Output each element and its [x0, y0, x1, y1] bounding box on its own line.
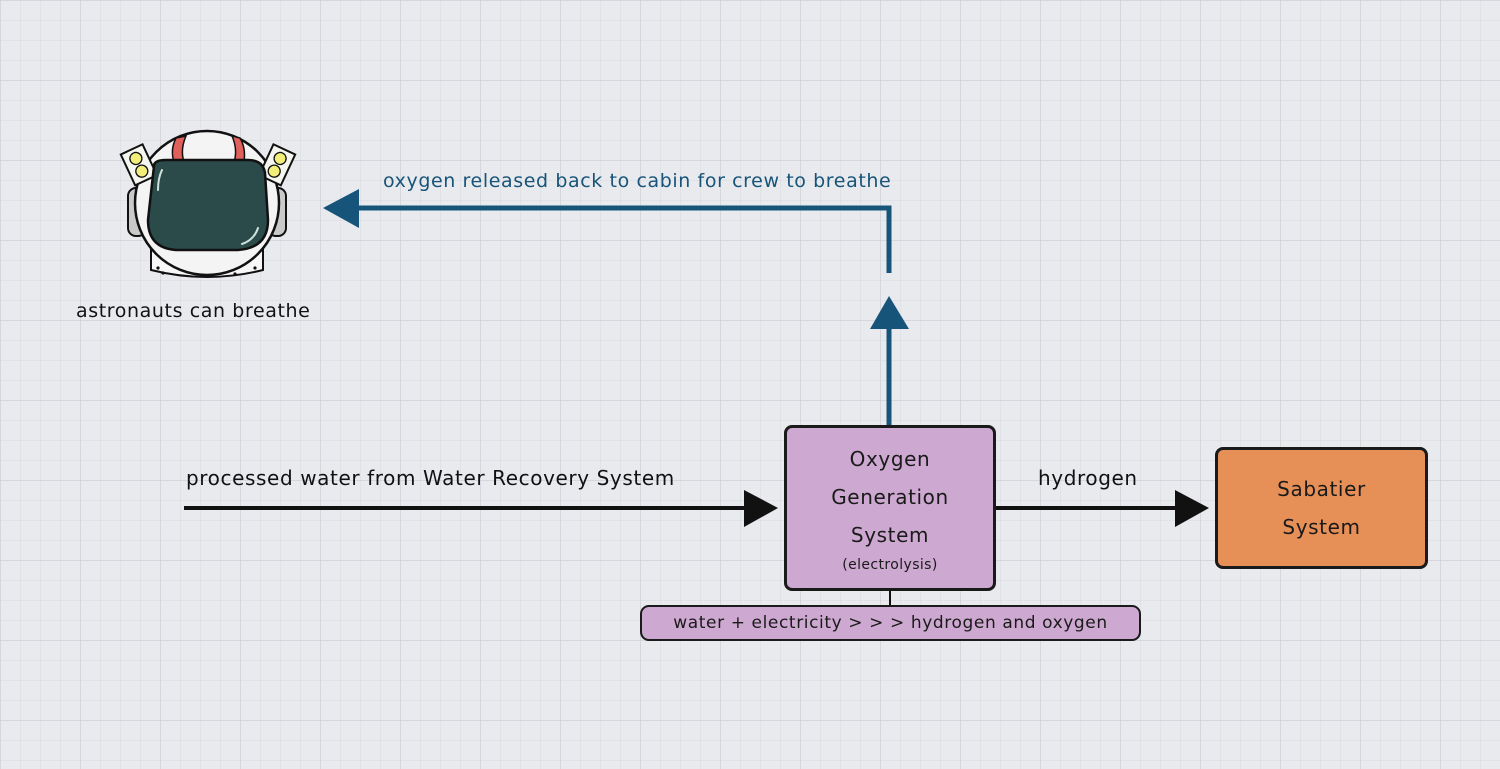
water-in-label: processed water from Water Recovery Syst… [186, 466, 675, 490]
oxygen-left-arrowhead [323, 189, 359, 228]
hydrogen-label: hydrogen [1038, 466, 1138, 490]
sabatier-title-line-1: Sabatier [1277, 477, 1366, 501]
reaction-note[interactable]: water + electricity > > > hydrogen and o… [640, 605, 1141, 641]
ogs-title-line-1: Oxygen [849, 447, 931, 471]
oxygen-up-arrowhead [870, 296, 909, 329]
reaction-note-text: water + electricity > > > hydrogen and o… [673, 613, 1108, 633]
ogs-title-line-3: System [850, 523, 930, 547]
astronaut-helmet-icon [119, 129, 297, 278]
astronaut-label: astronauts can breathe [76, 300, 311, 322]
oxygen-return-line [355, 205, 892, 273]
water-in-arrowhead [744, 490, 778, 527]
sabatier-system-node[interactable]: Sabatier System [1215, 447, 1428, 569]
astronaut-node[interactable] [118, 128, 300, 292]
hydrogen-arrowhead [1175, 490, 1209, 527]
sabatier-title-line-2: System [1282, 515, 1361, 539]
oxygen-flow-label: oxygen released back to cabin for crew t… [383, 170, 892, 192]
ogs-title-line-2: Generation [831, 485, 949, 509]
ogs-subtitle: (electrolysis) [842, 557, 938, 573]
oxygen-generation-system-node[interactable]: Oxygen Generation System (electrolysis) [784, 425, 996, 591]
